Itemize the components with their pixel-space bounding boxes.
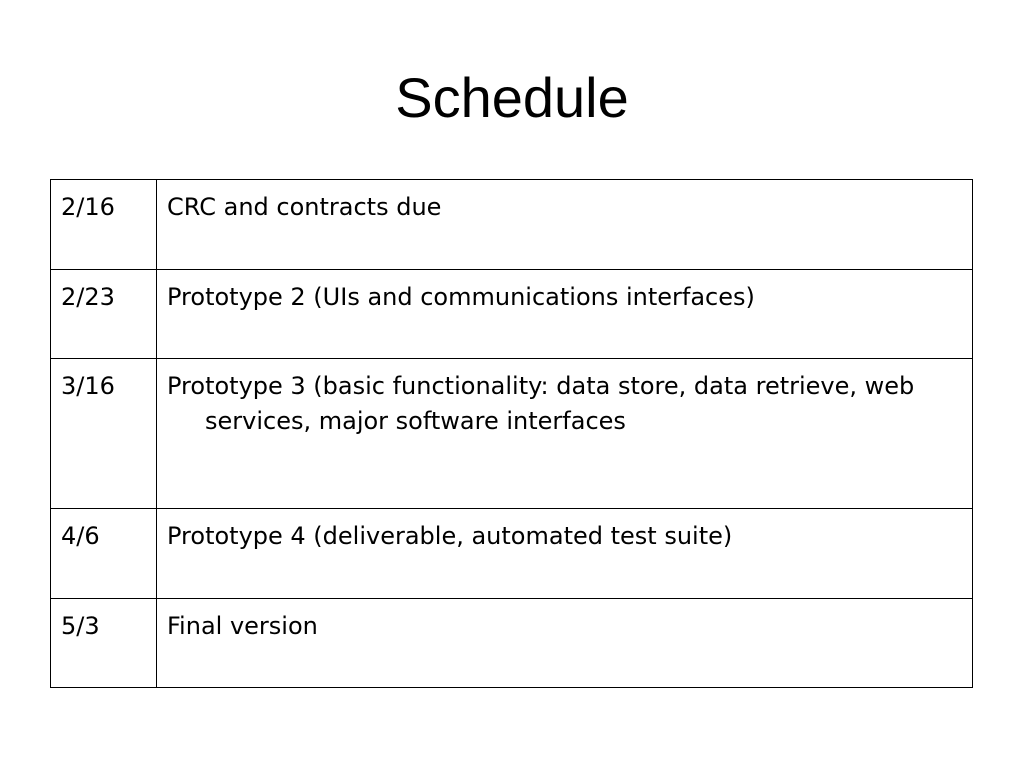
date-cell: 5/3 xyxy=(50,598,157,688)
event-cell: CRC and contracts due xyxy=(156,179,973,270)
schedule-table: 2/16 CRC and contracts due 2/23 Prototyp… xyxy=(50,179,973,688)
event-text: CRC and contracts due xyxy=(167,193,442,221)
event-text: Final version xyxy=(167,612,318,640)
slide-title: Schedule xyxy=(395,66,629,129)
event-cell: Prototype 4 (deliverable, automated test… xyxy=(156,508,973,599)
date-cell: 2/23 xyxy=(50,269,157,359)
date-cell: 3/16 xyxy=(50,358,157,509)
table-row: 3/16 Prototype 3 (basic functionality: d… xyxy=(50,358,973,509)
event-text: Prototype 3 (basic functionality: data s… xyxy=(167,372,915,435)
table-row: 2/16 CRC and contracts due xyxy=(50,179,973,270)
date-cell: 4/6 xyxy=(50,508,157,599)
event-cell: Final version xyxy=(156,598,973,688)
date-cell: 2/16 xyxy=(50,179,157,270)
event-cell: Prototype 2 (UIs and communications inte… xyxy=(156,269,973,359)
table-row: 2/23 Prototype 2 (UIs and communications… xyxy=(50,269,973,359)
table-row: 5/3 Final version xyxy=(50,598,973,688)
table-row: 4/6 Prototype 4 (deliverable, automated … xyxy=(50,508,973,599)
event-text: Prototype 2 (UIs and communications inte… xyxy=(167,283,755,311)
event-cell: Prototype 3 (basic functionality: data s… xyxy=(156,358,973,509)
event-text: Prototype 4 (deliverable, automated test… xyxy=(167,522,733,550)
